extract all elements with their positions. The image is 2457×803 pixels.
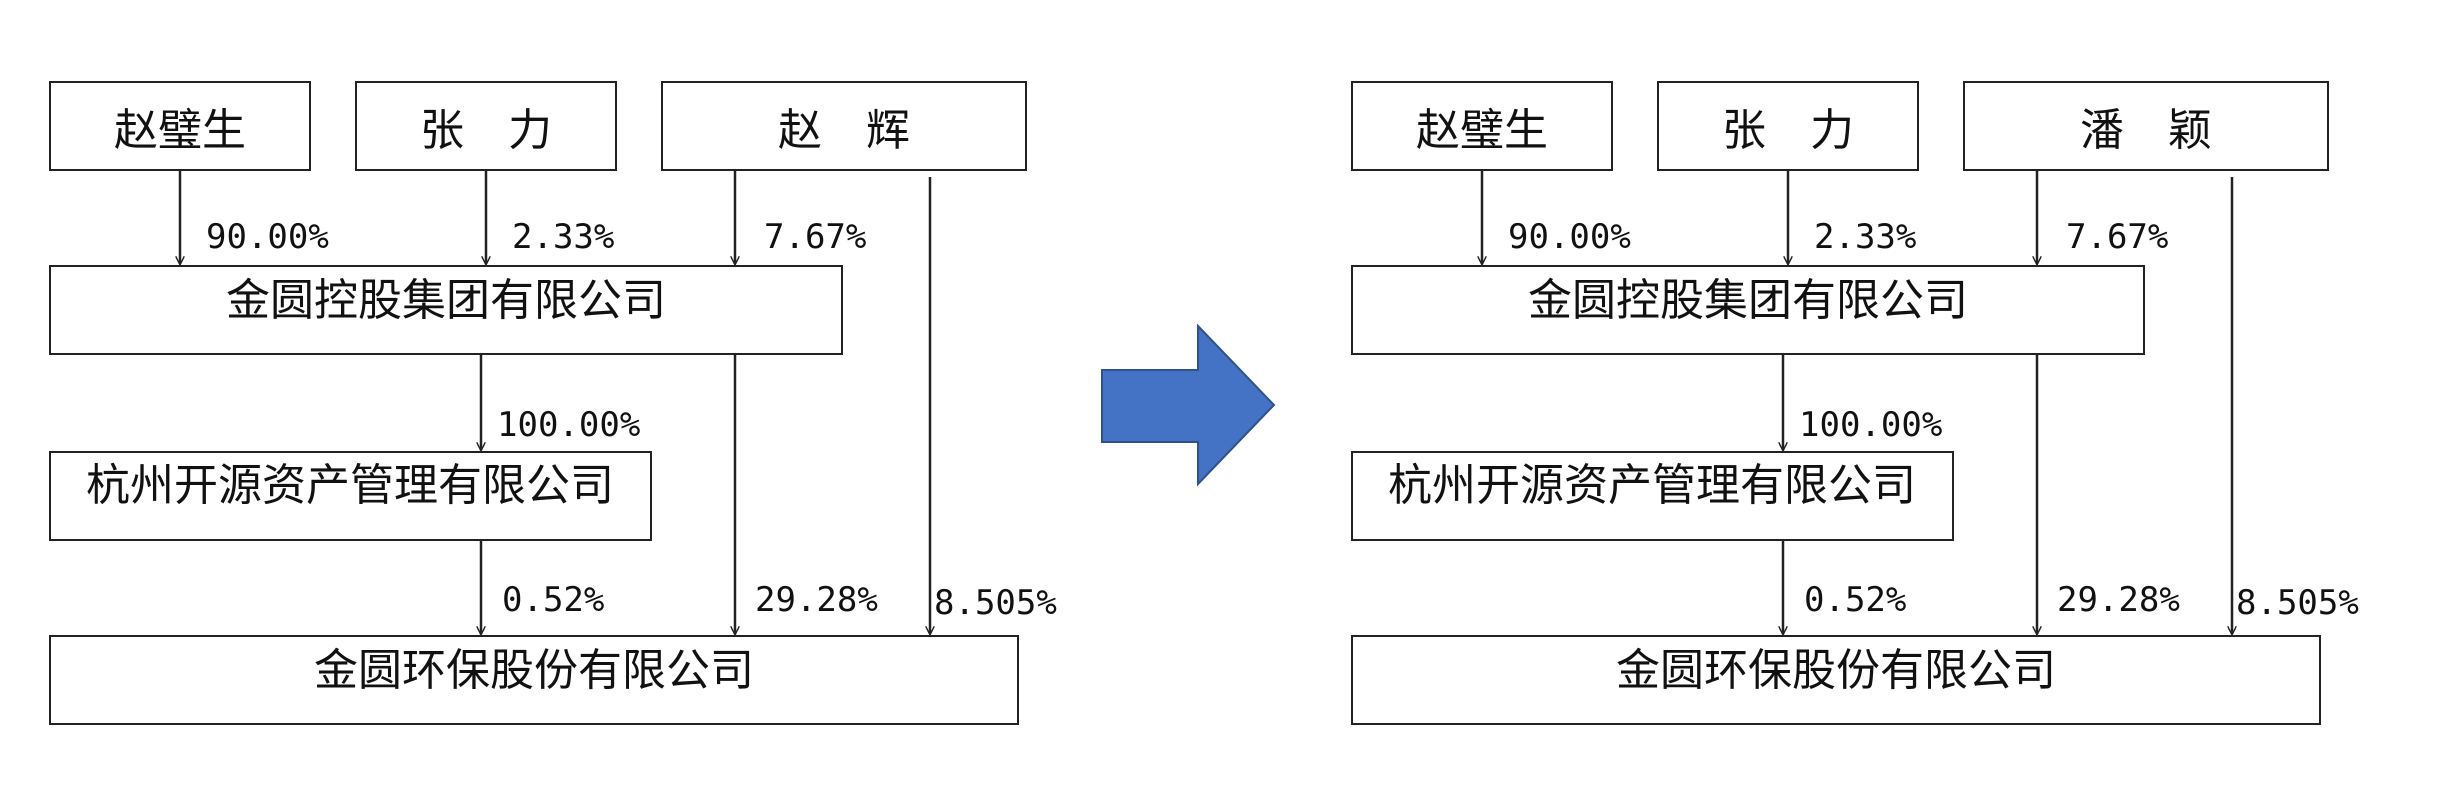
asset-company-box: [49, 451, 652, 541]
shareholder-box-2: [355, 81, 617, 171]
shareholder-name-1: 赵璧生: [114, 105, 246, 156]
shareholder-name-3: 潘 颖: [2080, 105, 2212, 156]
asset-company-box: [1351, 451, 1954, 541]
shareholder-box-3: [661, 81, 1027, 171]
pct-asset-to-listed: 0.52%: [1804, 580, 1906, 620]
pct-shareholder2-to-group: 2.33%: [1814, 217, 1916, 257]
before-structure-diagram: 赵璧生 张 力 赵 辉 金圆控股集团有限公司 杭州开源资产管理有限公司 金圆环保…: [49, 81, 1057, 725]
pct-shareholder3-to-listed: 8.505%: [934, 583, 1057, 623]
pct-group-to-listed: 29.28%: [755, 580, 878, 620]
shareholder-box-1: [1351, 81, 1613, 171]
group-company-box: [49, 265, 843, 355]
listed-company-box: [1351, 635, 2321, 725]
pct-shareholder3-to-listed: 8.505%: [2236, 583, 2359, 623]
after-structure-diagram: 赵璧生 张 力 潘 颖 金圆控股集团有限公司 杭州开源资产管理有限公司 金圆环保…: [1351, 81, 2359, 725]
pct-shareholder3-to-group: 7.67%: [2066, 217, 2168, 257]
group-company-box: [1351, 265, 2145, 355]
pct-group-to-listed: 29.28%: [2057, 580, 2180, 620]
pct-shareholder3-to-group: 7.67%: [764, 217, 866, 257]
shareholder-name-2: 张 力: [420, 105, 552, 156]
shareholder-box-1: [49, 81, 311, 171]
listed-company-name: 金圆环保股份有限公司: [314, 645, 754, 696]
shareholder-name-1: 赵璧生: [1416, 105, 1548, 156]
shareholder-box-3: [1963, 81, 2329, 171]
group-company-name: 金圆控股集团有限公司: [1528, 275, 1968, 326]
pct-shareholder1-to-group: 90.00%: [206, 217, 329, 257]
group-company-name: 金圆控股集团有限公司: [226, 275, 666, 326]
asset-company-name: 杭州开源资产管理有限公司: [1388, 460, 1916, 511]
shareholder-box-2: [1657, 81, 1919, 171]
shareholder-name-2: 张 力: [1722, 105, 1854, 156]
listed-company-box: [49, 635, 1019, 725]
pct-shareholder2-to-group: 2.33%: [512, 217, 614, 257]
pct-shareholder1-to-group: 90.00%: [1508, 217, 1631, 257]
asset-company-name: 杭州开源资产管理有限公司: [86, 460, 614, 511]
pct-group-to-asset: 100.00%: [497, 405, 640, 445]
pct-asset-to-listed: 0.52%: [502, 580, 604, 620]
listed-company-name: 金圆环保股份有限公司: [1616, 645, 2056, 696]
shareholder-name-3: 赵 辉: [778, 105, 910, 156]
transition-arrow-icon: [1101, 323, 1276, 487]
pct-group-to-asset: 100.00%: [1799, 405, 1942, 445]
